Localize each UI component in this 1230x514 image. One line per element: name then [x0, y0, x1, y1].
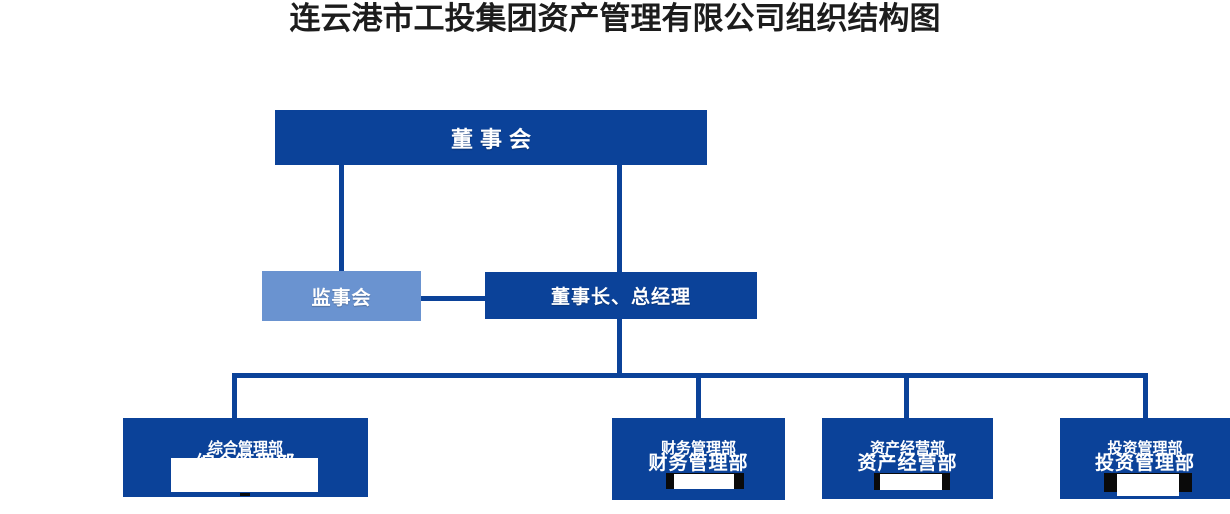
render-artifact-white-block — [1117, 474, 1179, 496]
connector-chairman-stem — [617, 318, 622, 376]
connector-supervisor-to-chairman — [421, 296, 487, 301]
connector-board-to-supervisor — [339, 165, 344, 280]
connector-bus-to-dept1 — [232, 373, 237, 419]
render-artifact-dark-block — [240, 493, 250, 496]
node-department-investment-management-label: 投资管理部 — [1107, 440, 1183, 457]
connector-bus-to-dept4 — [1143, 373, 1148, 419]
connector-bus-to-dept3 — [904, 373, 909, 419]
page-title: 连云港市工投集团资产管理有限公司组织结构图 — [289, 1, 941, 36]
node-department-comprehensive-management[interactable]: 综合管理部 综合管理部 — [123, 418, 368, 497]
node-department-finance-management-label: 财务管理部 — [660, 440, 736, 457]
node-department-asset-operation-label: 资产经营部 — [869, 440, 945, 457]
node-department-investment-management-label-ghost: 投资管理部 — [1094, 453, 1195, 474]
node-department-finance-management-label-ghost: 财务管理部 — [648, 453, 749, 474]
node-department-finance-management[interactable]: 财务管理部 财务管理部 — [612, 418, 785, 500]
node-chairman-general-manager-label: 董事长、总经理 — [550, 287, 691, 308]
connector-board-to-chairman — [617, 165, 622, 280]
node-department-asset-operation-label-ghost: 资产经营部 — [857, 453, 958, 474]
node-department-comprehensive-management-label-ghost: 综合管理部 — [195, 453, 296, 474]
render-artifact-dark-block — [1104, 473, 1192, 492]
node-department-asset-operation[interactable]: 资产经营部 资产经营部 — [822, 418, 993, 499]
connector-bus-to-dept2 — [696, 373, 701, 419]
node-board-of-directors[interactable]: 董事会 — [275, 110, 707, 165]
render-artifact-white-block — [880, 474, 942, 490]
render-artifact-dark-block — [666, 473, 744, 489]
node-chairman-general-manager[interactable]: 董事长、总经理 — [485, 272, 757, 319]
render-artifact-white-block — [171, 458, 318, 492]
render-artifact-dark-block — [874, 473, 950, 490]
connector-department-bus — [232, 373, 1148, 378]
node-board-of-supervisors-label: 监事会 — [311, 287, 372, 309]
render-artifact-white-block — [674, 474, 734, 489]
node-board-of-supervisors[interactable]: 监事会 — [262, 271, 421, 321]
node-board-of-directors-label: 董事会 — [450, 126, 538, 152]
node-department-investment-management[interactable]: 投资管理部 投资管理部 — [1060, 418, 1230, 499]
node-department-comprehensive-management-label: 综合管理部 — [207, 440, 283, 457]
